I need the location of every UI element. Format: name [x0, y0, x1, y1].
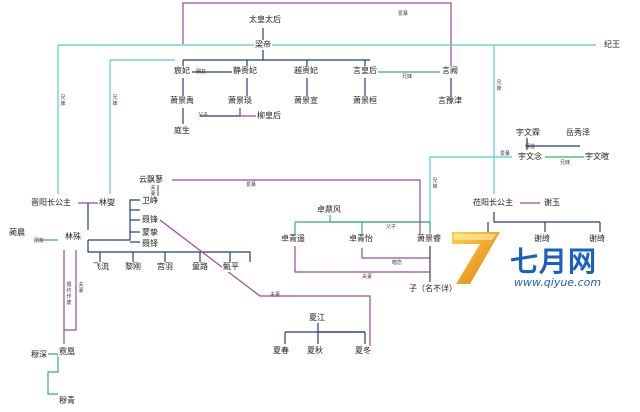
node-linxie: 林燮 — [98, 198, 116, 208]
rel-qingyao-zi: 夫妻 — [362, 274, 373, 280]
node-lingyang: 莅阳长公主 — [472, 198, 514, 208]
node-zhenping: 甄平 — [222, 262, 240, 272]
node-xiachun: 夏春 — [272, 346, 290, 356]
node-muqing: 穆青 — [58, 396, 76, 406]
rel-aimu-taihuang: 爱慕 — [398, 11, 409, 17]
node-yuegui: 越贵妃 — [293, 66, 319, 76]
rel-lishen-linshu: 朋友 — [34, 238, 45, 244]
link-taihuang-yanque — [182, 2, 452, 66]
rel-xiongmei-jingrui: 兄妹 — [432, 178, 438, 190]
node-chenfei: 宸妃 — [173, 66, 191, 76]
node-yanhou: 言皇后 — [352, 66, 378, 76]
link-linshu-niezhen — [87, 240, 251, 262]
node-yuwennian: 宇文念 — [517, 152, 543, 162]
node-xiajiang: 夏江 — [308, 313, 326, 323]
node-tonglu: 童路 — [191, 262, 209, 272]
node-yuexiuze: 岳秀泽 — [565, 128, 591, 138]
node-feiliu: 飞流 — [92, 262, 110, 272]
node-xiaojingyan: 萧景琰 — [227, 96, 253, 106]
node-tingsheng: 庭生 — [173, 126, 191, 136]
node-jinyang: 晋阳长公主 — [30, 198, 72, 208]
link-nieming-xiadong — [159, 219, 371, 350]
node-xiaqiu: 夏秋 — [306, 346, 324, 356]
link-zhuo-children — [329, 214, 430, 223]
node-xieqi: 谢绮 — [533, 234, 551, 244]
rel-nieming-xiadong: 夫妻 — [270, 292, 281, 298]
link-jingyan-liu — [239, 108, 256, 117]
rel-hunyue: 婚约作废 — [66, 282, 72, 306]
link-qingyi-jingrui — [361, 248, 430, 259]
link-chenfei-linxie — [109, 59, 175, 194]
node-xieqi2: 谢绮 — [588, 234, 606, 244]
node-zhuoqingyao: 卓青遥 — [280, 234, 306, 244]
rel-yanhou-yanque: 兄妹 — [402, 74, 413, 80]
link-yuwennian-jingrui — [429, 156, 512, 226]
node-xieyu: 谢玉 — [543, 198, 561, 208]
node-xiaojingyu: 萧景禹 — [169, 96, 195, 106]
node-mushen: 穆深 — [30, 350, 48, 360]
node-yuwenlin: 宇文霖 — [515, 128, 541, 138]
node-zhuoqingyi: 卓青怡 — [348, 234, 374, 244]
watermark-logo: 七月网 www.qiyue.com — [446, 226, 636, 296]
rel-jingyan-tingsheng: 父子 — [198, 112, 209, 118]
node-gongyu: 宫羽 — [156, 262, 174, 272]
node-xiaojingrui: 萧景睿 — [416, 234, 442, 244]
rel-xiongmei-mid: 兄妹 — [112, 95, 118, 107]
node-yanyujin: 言豫津 — [437, 96, 463, 106]
node-taihuang: 太皇太后 — [248, 15, 282, 25]
link-lingyang-children — [493, 212, 600, 223]
rel-fuqi-weizheng: 夫妻 — [150, 185, 156, 197]
rel-yuwenlin-yuexiuze: 师徒 — [525, 144, 536, 150]
link-qingyao-zi — [294, 246, 430, 273]
rel-qingyi-jingrui: 暗恋 — [392, 260, 403, 266]
node-xiadong: 夏冬 — [354, 346, 372, 356]
node-nieming: 聂锋 — [141, 215, 159, 225]
link-yunpiaoliao-jingrui — [172, 179, 421, 234]
node-liangdi: 梁帝 — [254, 40, 272, 50]
logo-url-text: www.qiyue.com — [514, 276, 602, 289]
node-xiaojinghuan2: 萧景桓 — [352, 96, 378, 106]
node-jinggui: 静贵妃 — [232, 66, 258, 76]
node-niedao: 聂铎 — [141, 239, 159, 249]
rel-yuwennian-xuan: 兄妹 — [560, 160, 571, 166]
rel-yunpiaoliao-jingrui: 爱慕 — [246, 182, 257, 188]
link-linshu-nihuang-2 — [64, 250, 77, 331]
node-yanque: 言阙 — [441, 66, 459, 76]
node-mengzhi: 蒙挚 — [141, 228, 159, 238]
node-weizheng: 卫峥 — [141, 196, 159, 206]
rel-xiongmei-right: 兄妹 — [496, 80, 502, 92]
node-xiaojinghuan: 萧景宣 — [293, 96, 319, 106]
link-xiajiang-children — [317, 322, 365, 333]
rel-chenfei-jinggui: 朋友 — [196, 69, 207, 75]
rel-fuqi-nihuang: 夫妻 — [78, 282, 84, 294]
seven-logo-icon — [452, 232, 500, 284]
rel-xieyu: 爱慕 — [500, 151, 511, 157]
node-nihuang: 霓凰 — [58, 347, 76, 357]
node-jiwang: 纪王 — [603, 40, 621, 50]
node-linshu: 林殊 — [64, 232, 82, 242]
node-zi: 子（名不详） — [408, 284, 458, 294]
node-zhuodingfeng: 卓鼎风 — [316, 205, 342, 215]
logo-brand-text: 七月网 — [510, 245, 598, 278]
rel-xiongmei-left: 兄妹 — [60, 95, 66, 107]
node-lishen: 蔺晨 — [8, 228, 26, 238]
node-yuwenxuan: 宇文暄 — [584, 152, 610, 162]
node-liuhuanghou: 柳皇后 — [256, 111, 282, 121]
rel-zhuo-jingrui: 父子 — [386, 224, 397, 230]
node-ligang: 黎刚 — [124, 262, 142, 272]
node-yunpiaoliao: 云飘蓼 — [138, 175, 164, 185]
link-nihuang-mushen — [47, 353, 59, 395]
